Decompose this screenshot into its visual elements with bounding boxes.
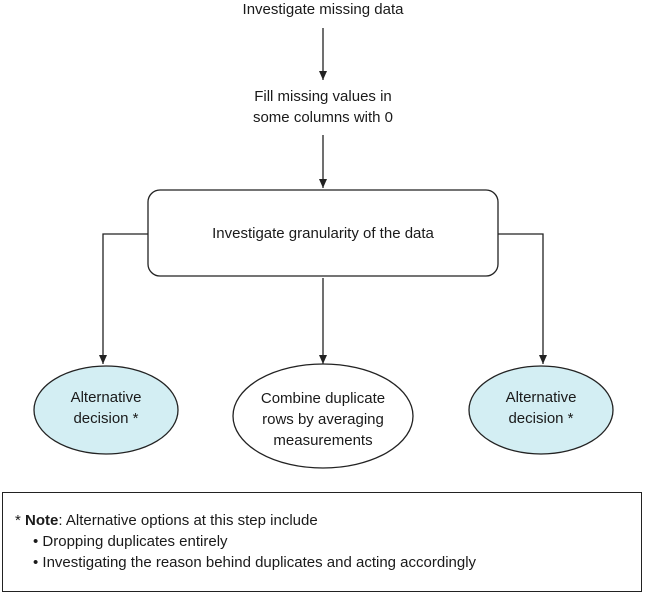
combine-ellipse <box>232 363 414 469</box>
granularity-box <box>147 189 499 277</box>
note-box: * Note: Alternative options at this step… <box>2 492 642 592</box>
arrow-granularity-to-alt-left <box>99 233 148 364</box>
alt-decision-right-ellipse <box>468 365 614 455</box>
granularity-label: Investigate granularity of the data <box>212 225 434 242</box>
note-bullet: • Dropping duplicates entirely <box>33 533 228 550</box>
combine-label: Combine duplicate rows by averaging meas… <box>260 390 386 449</box>
alt-decision-right-label: Alternative decision * <box>505 389 577 427</box>
note-heading: * Note: Alternative options at this step… <box>15 512 318 529</box>
alt-decision-left-ellipse <box>33 365 179 455</box>
arrow-granularity-to-alt-right <box>498 233 547 364</box>
investigate-missing-label: Investigate missing data <box>242 1 404 18</box>
fill-missing-label: Fill missing values in some columns with… <box>252 88 394 126</box>
note-bullet: • Investigating the reason behind duplic… <box>33 554 477 571</box>
alt-decision-left-label: Alternative decision * <box>70 389 142 427</box>
